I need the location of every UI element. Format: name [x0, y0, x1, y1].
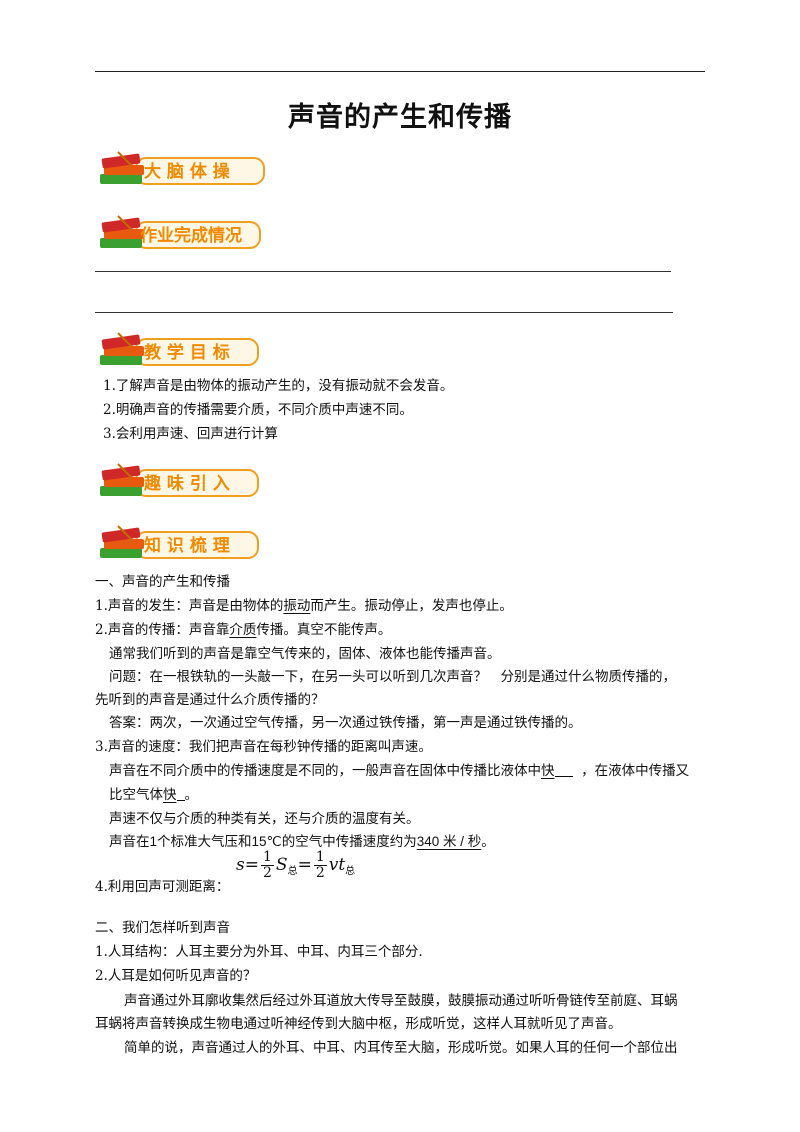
question-line: 先听到的声音是通过什么介质传播的？ [95, 692, 325, 708]
section-title: 大 脑 体 操 [144, 162, 230, 182]
books-icon [100, 525, 259, 559]
underlined-answer: 快 [541, 763, 555, 779]
formula-eq: = [297, 855, 312, 875]
knowledge-line: 3.声音的速度：我们把声音在每秒钟传播的距离叫声速。 [95, 739, 432, 755]
numerator: 1 [260, 849, 274, 866]
underlined-answer: 介质 [229, 622, 257, 638]
page-title: 声音的产生和传播 [288, 102, 512, 133]
books-icon [100, 215, 261, 249]
section-banner-warmup: 大 脑 体 操 [96, 150, 276, 190]
text: 的空气中传播速度约为 [281, 834, 417, 850]
text: 声音在 [109, 834, 150, 850]
text: 。 [184, 787, 199, 803]
underline-blank [176, 786, 185, 801]
section-banner-homework: 作业完成情况 [96, 214, 276, 254]
knowledge-line: 声音在1个标准大气压和15℃的空气中传播速度约为340 米 / 秒。 [109, 832, 495, 852]
section-title: 教 学 目 标 [144, 343, 230, 363]
knowledge-line: 4.利用回声可测距离： [95, 879, 230, 895]
goal-item: 2.明确声音的传播需要介质，不同介质中声速不同。 [103, 402, 413, 418]
knowledge-line: 1.人耳结构：人耳主要分为外耳、中耳、内耳三个部分. [95, 944, 423, 960]
question-line: 问题：在一根铁轨的一头敲一下，在另一头可以听到几次声音？ 分别是通过什么物质传播… [109, 669, 676, 685]
formula-var: vt [328, 855, 346, 875]
denominator: 2 [315, 865, 325, 881]
goal-item: 1.了解声音是由物体的振动产生的，没有振动就不会发音。 [103, 378, 454, 394]
answer-text: 答案：两次，一次通过空气传播，另一次通过铁传播，第一声是通过铁传播的。 [109, 715, 582, 731]
books-icon [100, 332, 259, 366]
text: 个标准大气压和 [157, 834, 252, 850]
section-banner-knowledge: 知 识 梳 理 [96, 524, 276, 564]
knowledge-line: 声速不仅与介质的种类有关，还与介质的温度有关。 [109, 811, 420, 827]
section-title: 知 识 梳 理 [144, 536, 230, 556]
answer-line [95, 271, 671, 272]
text: 2.声音的传播：声音靠 [95, 622, 230, 638]
paragraph-line: 声音通过外耳廓收集然后经过外耳道放大传导至鼓膜，鼓膜振动通过听听骨链传至前庭、耳… [124, 993, 678, 1009]
paragraph-line: 耳蜗将声音转换成生物电通过听神经传到大脑中枢，形成听觉，这样人耳就听见了声音。 [95, 1016, 622, 1032]
number: 1 [149, 834, 158, 849]
formula-subscript: 总 [287, 866, 298, 877]
knowledge-line: 2.声音的传播：声音靠介质传播。真空不能传声。 [95, 620, 391, 640]
underline-blank [554, 762, 573, 777]
text: 传播。真空不能传声。 [256, 622, 392, 638]
knowledge-line: 1.声音的发生：声音是由物体的振动而产生。振动停止，发声也停止。 [95, 596, 513, 616]
text: 比空气体 [109, 787, 163, 803]
header-rule [95, 71, 705, 72]
answer-line [95, 312, 673, 313]
books-icon [100, 463, 259, 497]
books-icon [100, 151, 265, 185]
formula-var: S [275, 855, 288, 875]
paragraph-line: 简单的说，声音通过人的外耳、中耳、内耳传至大脑，形成听觉。如果人耳的任何一个部位… [124, 1040, 678, 1056]
formula-eq: = [244, 855, 259, 875]
knowledge-line: 比空气体快。 [109, 785, 198, 805]
underlined-answer: 340 米 / 秒 [416, 834, 482, 849]
part1-heading: 一、声音的产生和传播 [95, 574, 230, 590]
text: 声音在不同介质中的传播速度是不同的，一般声音在固体中传播比液体中 [109, 763, 541, 779]
part2-heading: 二、我们怎样听到声音 [95, 920, 230, 936]
knowledge-line: 2.人耳是如何听见声音的？ [95, 968, 257, 984]
section-banner-goals: 教 学 目 标 [96, 331, 276, 371]
goal-item: 3.会利用声速、回声进行计算 [103, 426, 278, 442]
underlined-answer: 快 [163, 787, 177, 803]
text: 而产生。振动停止，发声也停止。 [310, 598, 513, 614]
section-title: 作业完成情况 [140, 226, 242, 246]
knowledge-line: 声音在不同介质中的传播速度是不同的，一般声音在固体中传播比液体中快 ，在液体中传… [109, 761, 689, 781]
numerator: 1 [313, 849, 327, 866]
number: 15℃ [251, 834, 282, 849]
underlined-answer: 振动 [283, 598, 311, 614]
knowledge-line: 通常我们听到的声音是靠空气传来的，固体、液体也能传播声音。 [109, 646, 501, 662]
formula-var: s [236, 855, 245, 875]
formula-subscript: 总 [345, 866, 356, 877]
section-title: 趣 味 引 入 [144, 474, 230, 494]
text: 1.声音的发生：声音是由物体的 [95, 598, 284, 614]
section-banner-intro: 趣 味 引 入 [96, 462, 276, 502]
text: 。 [481, 834, 495, 850]
text: ，在液体中传播又 [581, 763, 690, 779]
denominator: 2 [262, 865, 272, 881]
